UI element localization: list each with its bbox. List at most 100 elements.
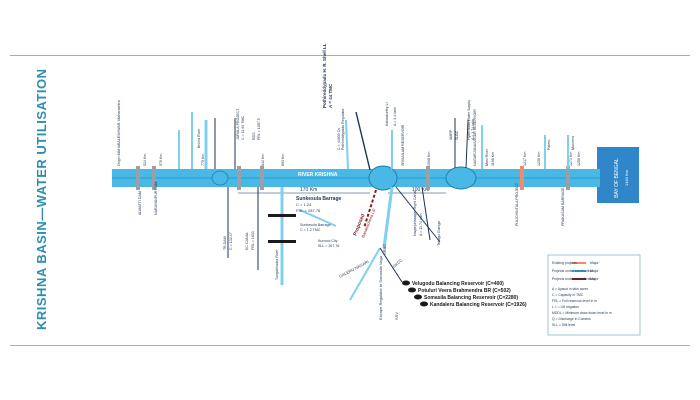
station-musi-km: 1168 Km [491,152,495,166]
galeru-line [349,247,381,301]
project-jurala-detail: C = 11.94 TMC [241,115,245,140]
legend-item-8: FRL = Full reservoir level in m [552,299,597,303]
telugu-ganga-line [421,186,431,241]
station-pulichintala: PULICHINTALA PROJECT [515,182,519,226]
nsp-right-canal [395,186,441,243]
sunkesula-barrage-bar-2 [268,240,296,243]
station-labels: Origin MAHABALESHWAR, Maharashtra ALMATT… [117,100,581,280]
station-munneru: Munneru [571,136,575,150]
project-pothireddypadu-detail: C = 44000 Cs [337,128,341,150]
potuluri-dot [408,287,416,293]
project-sunkesula-detail: C = 1.2 TMC [300,228,321,232]
project-pothireddypadu: Pothireddypadu Regulator [341,107,345,150]
srbc-label: SRBC [382,244,387,255]
sea-km-label: 1440 Km [624,169,629,186]
bottom-project-labels: TB DAM C = 132.47 KC CANAL FRL = 1633 Su… [223,190,423,250]
sunkesula-frl: FRL = 287.76 [296,208,321,213]
sunkesula-barrage-bar [268,214,296,217]
somasila-dot [414,294,422,300]
legend-box [547,254,641,336]
station-pulichintala-km: 1217 Km [523,152,527,166]
legend-item-5: Major [590,277,599,281]
station-tungabhadra-km: 893 Km [281,154,285,166]
dam-marker-almatti [136,166,140,190]
project-kalwakurthy-detail: A = 3.4 lakh [393,107,397,126]
legend-item-12: SLL = Still level [552,323,575,327]
pothireddypadu-line [355,111,371,171]
project-amrp: AMRP [449,129,453,140]
narayanpur-reservoir [211,170,229,186]
project-kurnool: Kurnool City [318,239,338,243]
dam-marker-srisailam [426,166,430,190]
project-hyderabad-detail: A = 3.74 lakh [471,119,475,140]
kandaleru-dot [420,301,428,307]
station-paleru-km: 1236 Km [537,152,541,166]
legend-item-1: Major [590,261,599,265]
nsp-left-canal [465,119,469,169]
project-kc-canal-detail: FRL = 1633 [251,231,255,250]
origin-label: Origin MAHABALESHWAR, Maharashtra [117,100,121,166]
balancing-3: Somasila Balancing Reservoir (C=2280) [424,295,518,301]
kurnool-link [299,209,337,227]
pulichintala-marker [520,166,524,190]
balancing-4: Kandaleru Balancing Reservoir (C=1926) [430,302,527,308]
nagarjunasagar-reservoir [445,166,477,190]
station-nagarjunasagar: NAGARJUNASAGAR RESERVOIR [473,109,477,166]
project-nsp-right-detail: A = 11.74 lakh [419,213,423,236]
dam-marker-narayanpur [152,166,156,190]
legend: Existing projects Major Projects under c… [547,254,641,336]
legend-item-10: MDDL = Minimum draw down level in m [552,311,612,315]
station-srisailam-km: 1008 Km [427,152,431,166]
project-nsp-right: Nagarjunasagar Right Canal [413,190,417,236]
project-sunkesula: Sunkesula Barrage [300,223,331,227]
srisailam-reservoir [368,165,398,191]
sunkesula-capacity: C = 1.24 [296,202,312,207]
legend-item-11: Q = Discharge in Cumecs [552,317,591,321]
legend-item-7: C = Capacity in TMC [552,293,584,297]
bottom-rule [10,345,690,346]
srbc-canal [382,186,394,249]
station-almatti: ALMATTI DAM [138,191,142,215]
balancing-reservoirs: Velugodu Balancing Reservoir (C=400) Pot… [402,280,527,308]
station-prakasam-km: 1271 Km [569,152,573,166]
top-project-labels: JURALA PROJECT C = 11.94 TMC RDS FRL = 1… [236,100,475,150]
project-rds-detail: FRL = 1057.5 [257,118,261,140]
station-prakasam: PRAKASAM BARRAGE [561,187,565,226]
station-narayanpur: NARAYANPUR DAM [154,182,158,215]
project-kc-canal: KC CANAL [245,232,249,250]
project-rds: RDS [252,132,256,140]
balancing-2: Potuluri Veera Brahmendra BR (C=502) [418,288,511,294]
top-rule [10,55,690,56]
project-tbdam-detail: C = 132.47 [229,232,233,250]
project-kalwakurthy: Kalwakurthy LI [385,102,389,126]
dam-marker-jurala [237,166,241,190]
gkcc-label: GKCC [391,257,403,268]
distance-1: 170 Km [300,187,317,193]
project-kurnool-detail: SLL = 267.76 [318,244,339,248]
station-bhima-km: 779 Km [201,154,205,166]
station-musi: Musi River [485,148,489,166]
handri-line [345,119,349,170]
station-srisailam: SRISAILAM RESERVOIR [401,124,405,166]
escape-label: Escape Regulator to Somasila Vagu [378,256,383,320]
prakasam-barrage-marker [566,166,570,190]
legend-item-9: L.I. = Lift irrigation [552,305,579,309]
project-amrp-detail: SLBC [455,130,459,140]
bay-of-bengal-box [597,147,639,203]
station-narayanpur-km: 570 Km [159,154,163,166]
legend-swatch-construction [572,270,586,272]
station-munneru-km: 1256 Km [577,152,581,166]
legend-item-0: Existing projects [552,261,577,265]
ssv-label: SSV [394,312,399,320]
station-bhima: Bhima River [197,128,201,148]
station-rds-km: 842 Km [261,154,265,166]
river-name: RIVER KRISHNA [298,172,338,178]
station-almatti-km: 524 Km [143,154,147,166]
legend-swatch-existing [572,262,586,264]
pothireddy-label: Pothireddypadu H. R. Shell LL [322,43,327,108]
pothireddy-label-2: A = 44 TMC [328,83,333,108]
sea-label: BAY OF BENGAL [614,158,620,198]
proposed-link [363,189,377,229]
